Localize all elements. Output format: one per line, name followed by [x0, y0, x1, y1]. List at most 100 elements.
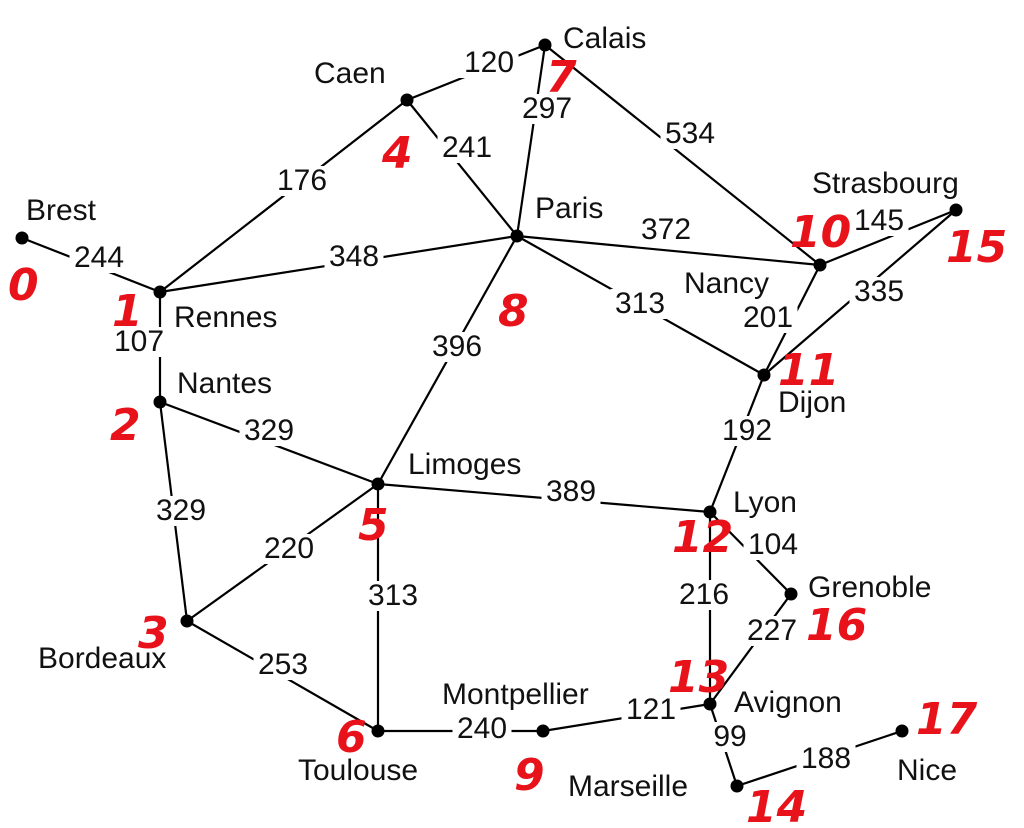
- edge-weight-bg-dijon-lyon: [717, 416, 777, 446]
- edge-weight-bg-nancy-dijon: [738, 303, 798, 333]
- edge-weight-brest-rennes: 244: [74, 241, 124, 274]
- edge-weight-bg-nantes-bordeaux: [151, 496, 211, 526]
- node-brest: [15, 231, 29, 245]
- edge-weight-bg-lyon-avignon: [674, 580, 734, 610]
- city-label-rennes: Rennes: [174, 301, 277, 334]
- edge-weight-nancy-dijon: 201: [743, 301, 793, 334]
- edge-weight-bg-grenoble-avignon: [742, 616, 802, 646]
- edge-weight-paris-nancy: 372: [641, 213, 691, 246]
- edge-weight-limoges-lyon: 389: [546, 475, 596, 508]
- edge-calais-nancy: [544, 44, 821, 266]
- edge-weight-bg-marseille-nice: [796, 744, 856, 774]
- edge-weight-bg-avignon-marseille: [709, 722, 751, 752]
- index-annotation-grenoble: 16: [806, 600, 867, 651]
- city-label-grenoble: Grenoble: [808, 571, 931, 604]
- edge-nancy-strasbourg: [819, 208, 957, 267]
- index-annotation-nice: 17: [916, 694, 978, 745]
- city-label-nice: Nice: [897, 754, 957, 787]
- node-strasbourg: [949, 203, 963, 217]
- node-montpellier: [536, 724, 550, 738]
- edge-weight-grenoble-avignon: 227: [747, 614, 797, 647]
- index-annotation-limoges: 5: [358, 500, 389, 551]
- edge-weight-bg-calais-paris: [517, 94, 577, 124]
- index-annotation-brest: 0: [8, 260, 39, 311]
- node-toulouse: [371, 724, 385, 738]
- city-label-dijon: Dijon: [778, 386, 846, 419]
- city-label-strasbourg: Strasbourg: [812, 167, 959, 200]
- edge-weight-calais-nancy: 534: [665, 117, 715, 150]
- edge-weight-caen-paris: 241: [442, 131, 492, 164]
- edge-weight-rennes-nantes: 107: [114, 325, 164, 358]
- index-annotation-nancy: 10: [790, 207, 851, 258]
- index-annotation-paris: 8: [498, 286, 529, 337]
- city-labels-layer: BrestRennesNantesBordeauxCaenLimogesToul…: [26, 22, 959, 803]
- edge-weight-bg-montpellier-avignon: [621, 695, 681, 725]
- node-calais: [538, 38, 552, 52]
- edge-caen-paris: [406, 99, 518, 237]
- node-paris: [510, 229, 524, 243]
- index-annotation-marseille: 14: [746, 782, 807, 828]
- city-label-toulouse: Toulouse: [298, 754, 418, 787]
- edge-grenoble-avignon: [709, 593, 792, 705]
- edge-weight-bordeaux-toulouse: 253: [258, 648, 308, 681]
- edge-weight-bg-rennes-nantes: [109, 327, 169, 357]
- city-label-paris: Paris: [535, 192, 603, 225]
- edge-weight-rennes-caen: 176: [277, 164, 327, 197]
- index-annotation-caen: 4: [381, 128, 413, 179]
- edge-weight-toulouse-montpellier: 240: [457, 712, 507, 745]
- edge-weight-bg-paris-nancy: [636, 215, 696, 245]
- city-label-brest: Brest: [26, 194, 97, 227]
- node-caen: [400, 93, 414, 107]
- city-label-limoges: Limoges: [408, 448, 521, 481]
- index-annotation-lyon: 12: [672, 512, 733, 563]
- edge-weight-lyon-avignon: 216: [679, 578, 729, 611]
- edge-weight-avignon-marseille: 99: [713, 720, 746, 753]
- weights-layer: 2441763481071202412975343723133961452013…: [69, 46, 909, 775]
- edge-weight-marseille-nice: 188: [801, 742, 851, 775]
- edge-weight-paris-limoges: 396: [432, 330, 482, 363]
- index-annotation-toulouse: 6: [336, 712, 367, 763]
- edge-weight-bg-rennes-caen: [272, 166, 332, 196]
- node-bordeaux: [180, 614, 194, 628]
- node-lyon: [703, 505, 717, 519]
- index-annotation-nantes: 2: [110, 400, 141, 451]
- edge-weight-bg-toulouse-montpellier: [452, 714, 512, 744]
- node-avignon: [703, 697, 717, 711]
- node-grenoble: [784, 587, 798, 601]
- edge-weight-bg-caen-calais: [459, 48, 519, 78]
- edge-calais-paris: [515, 44, 547, 237]
- node-limoges: [371, 477, 385, 491]
- edge-weight-nancy-strasbourg: 145: [854, 204, 904, 237]
- edge-weight-bg-paris-limoges: [427, 332, 487, 362]
- edge-weight-bg-brest-rennes: [69, 243, 129, 273]
- edge-weight-bg-lyon-grenoble: [743, 530, 803, 560]
- edge-weight-bg-limoges-bordeaux: [259, 534, 319, 564]
- index-annotation-calais: 7: [546, 52, 577, 103]
- edge-weight-nantes-limoges: 329: [244, 414, 294, 447]
- edge-weight-strasbourg-dijon: 335: [854, 275, 904, 308]
- edge-weight-paris-dijon: 313: [615, 287, 665, 320]
- edge-weight-calais-paris: 297: [522, 92, 572, 125]
- index-annotation-strasbourg: 15: [946, 222, 1007, 273]
- edge-weight-montpellier-avignon: 121: [626, 693, 676, 726]
- edge-weight-bg-nancy-strasbourg: [849, 206, 909, 236]
- edge-weight-caen-calais: 120: [464, 46, 514, 79]
- edge-weight-bg-nantes-limoges: [239, 416, 299, 446]
- index-annotation-rennes: 1: [112, 286, 143, 337]
- edge-paris-nancy: [516, 234, 821, 267]
- city-label-calais: Calais: [563, 22, 646, 55]
- node-dijon: [757, 368, 771, 382]
- node-nice: [895, 724, 909, 738]
- edge-weight-lyon-grenoble: 104: [748, 528, 798, 561]
- edge-weight-limoges-bordeaux: 220: [264, 532, 314, 565]
- node-rennes: [153, 285, 167, 299]
- edge-weight-bg-limoges-toulouse: [363, 581, 423, 611]
- node-nancy: [813, 258, 827, 272]
- city-label-caen: Caen: [314, 57, 386, 90]
- edge-weight-bg-limoges-lyon: [541, 477, 601, 507]
- index-annotation-dijon: 11: [778, 345, 839, 396]
- nodes-layer: [15, 38, 963, 793]
- edge-weight-bg-calais-nancy: [660, 119, 720, 149]
